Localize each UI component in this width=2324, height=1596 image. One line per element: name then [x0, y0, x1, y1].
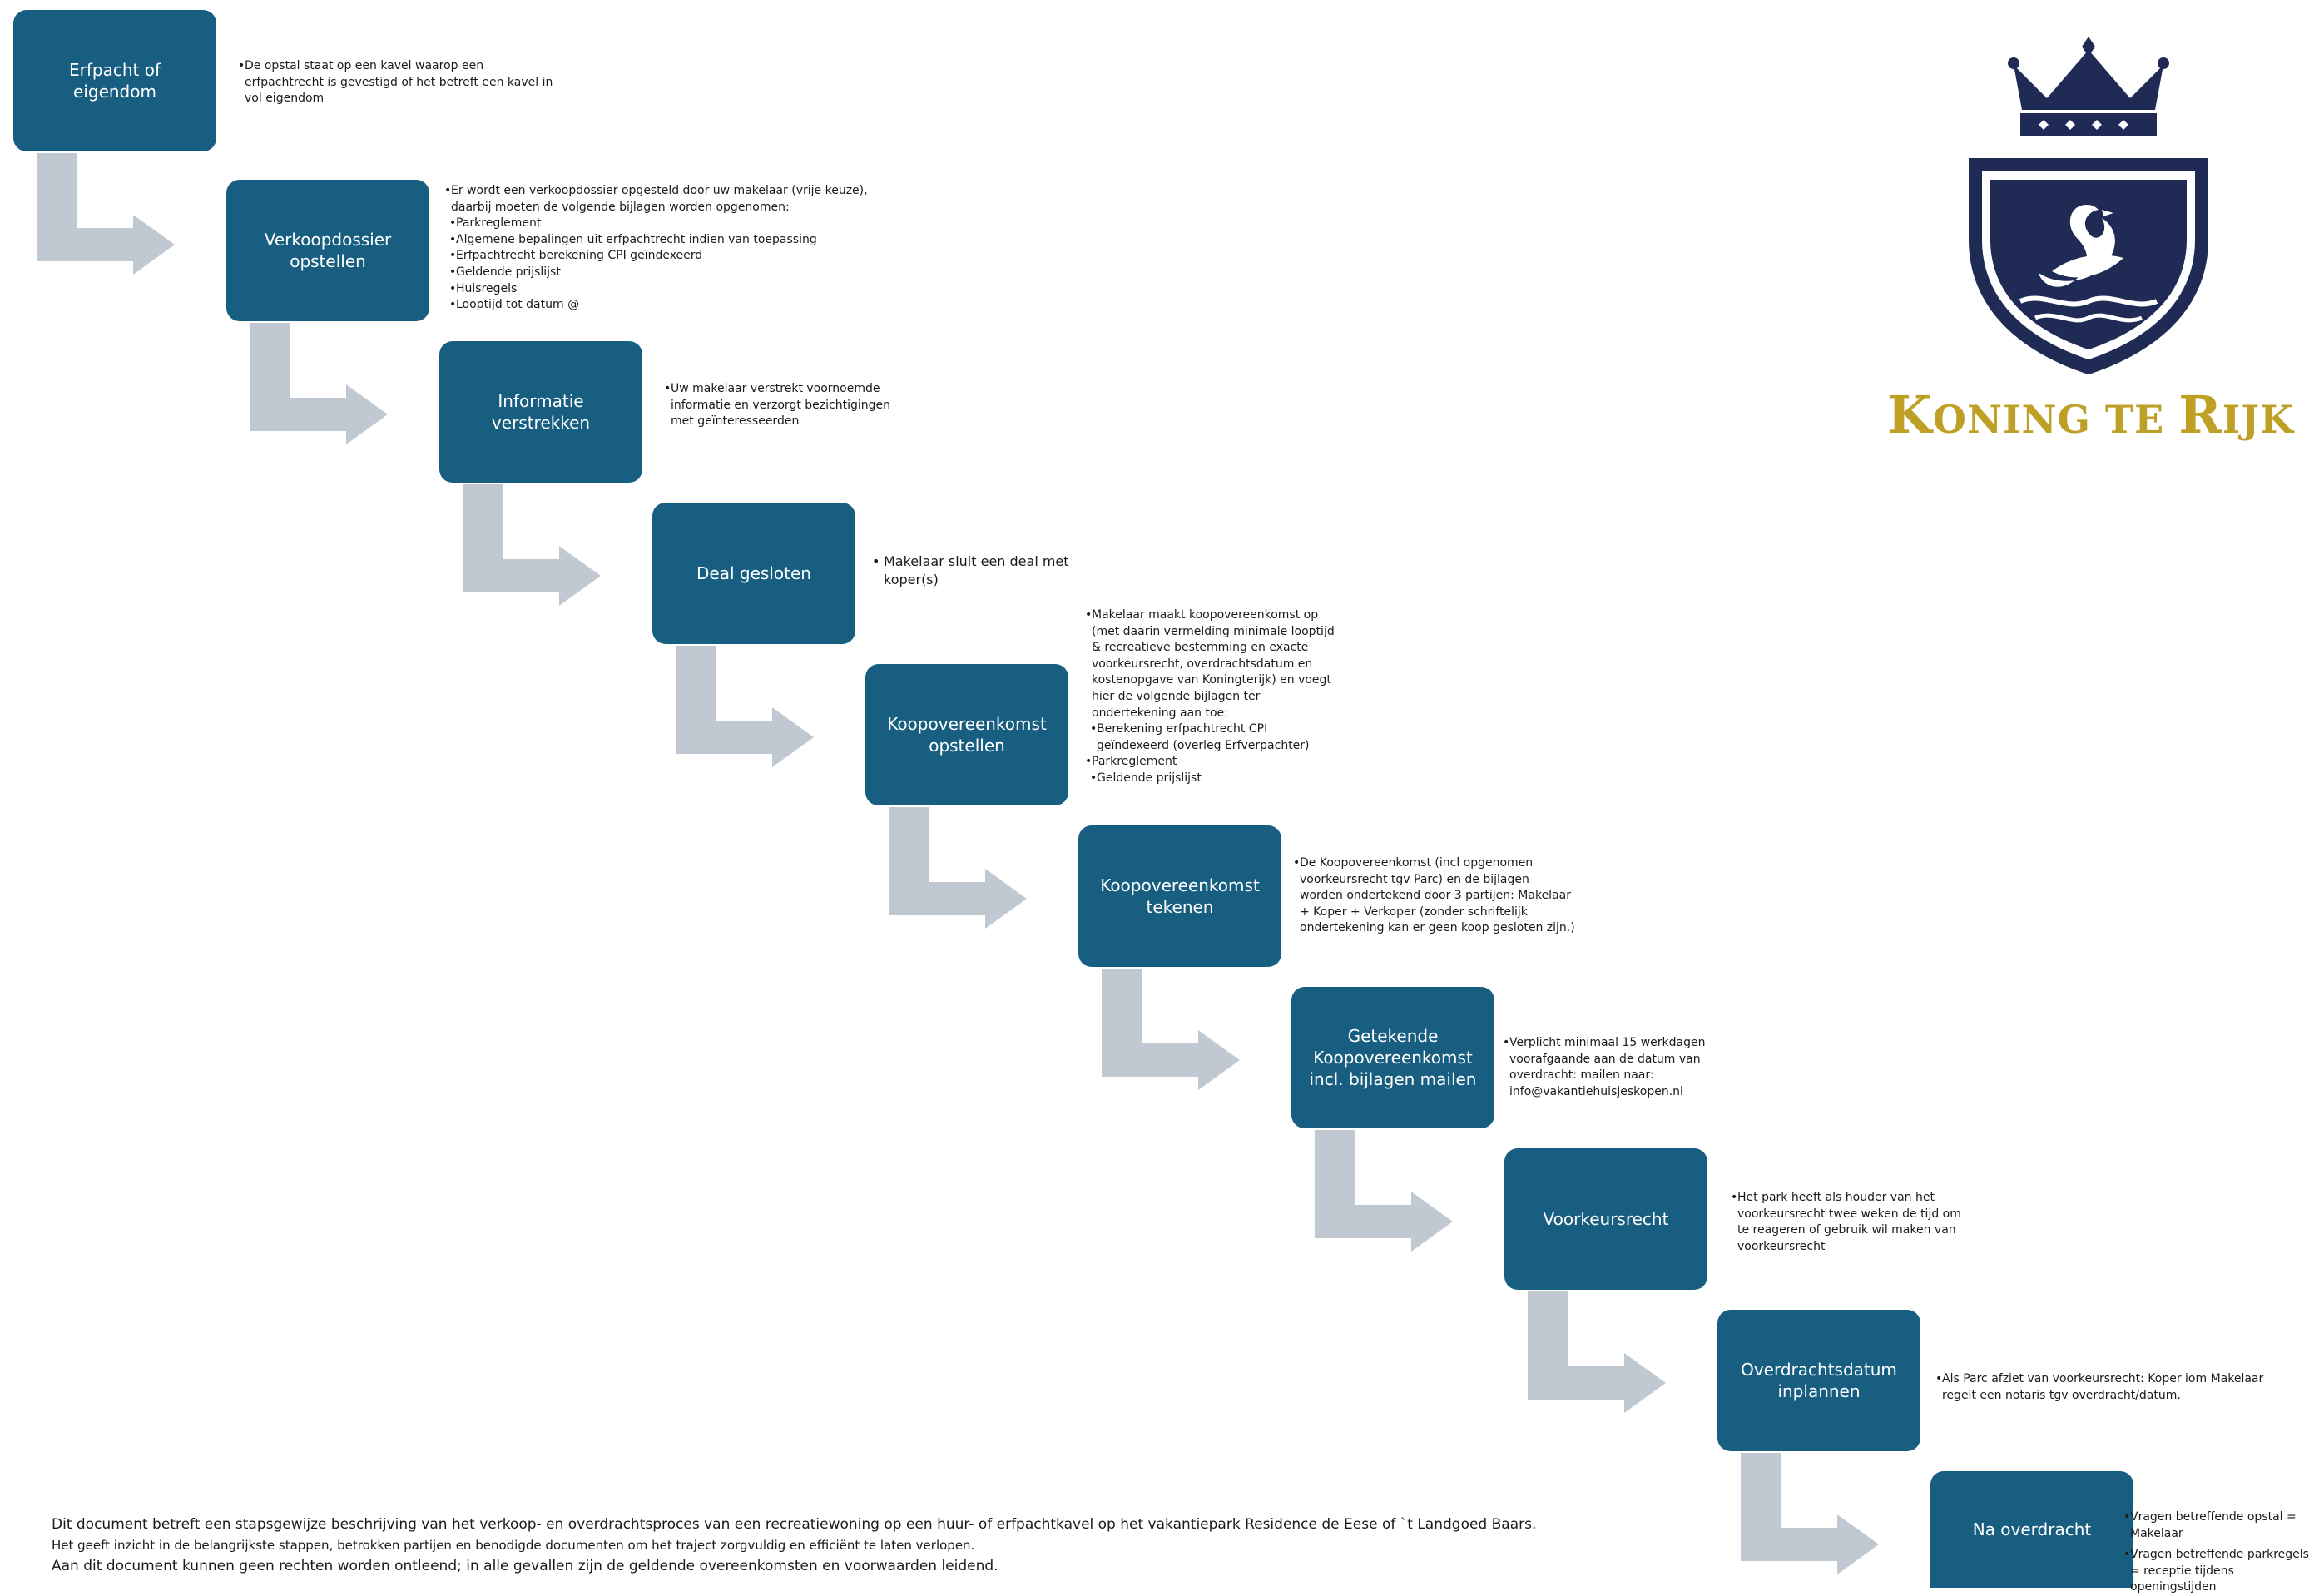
footer-line: Aan dit document kunnen geen rechten wor…: [52, 1558, 998, 1574]
note-mailen: Verplicht minimaal 15 werkdagen voorafga…: [1503, 1035, 1769, 1100]
step-deal-gesloten: Deal gesloten: [652, 503, 855, 644]
bent-arrow-icon: [1741, 1453, 1879, 1574]
step-label: Getekende Koopovereenkomst incl. bijlage…: [1309, 1026, 1477, 1089]
step-informatie-verstrekken: Informatie verstrekken: [439, 341, 642, 483]
bent-arrow-icon: [1102, 969, 1240, 1090]
note-koopovereenkomst-tekenen: De Koopovereenkomst (incl opgenomen voor…: [1293, 855, 1576, 937]
note-item: De opstal staat op een kavel waarop een …: [238, 58, 554, 107]
note-item: De Koopovereenkomst (incl opgenomen voor…: [1293, 855, 1576, 937]
step-label: Na overdracht: [1972, 1519, 2092, 1539]
bent-arrow-icon: [37, 153, 175, 275]
footer-line: Het geeft inzicht in de belangrijkste st…: [52, 1538, 975, 1553]
step-verkoopdossier-opstellen: Verkoopdossier opstellen: [226, 180, 429, 321]
note-deal: Makelaar sluit een deal met koper(s): [870, 553, 1087, 588]
note-item: Makelaar sluit een deal met koper(s): [870, 553, 1087, 588]
brand-word: IJK: [2222, 397, 2294, 442]
footer-disclaimer: Dit document betreft een stapsgewijze be…: [52, 1516, 1633, 1579]
note-item: Erfpachtrecht berekening CPI geïndexeerd: [444, 248, 877, 265]
note-item: Verplicht minimaal 15 werkdagen voorafga…: [1503, 1035, 1769, 1100]
step-voorkeursrecht: Voorkeursrecht: [1504, 1148, 1707, 1290]
note-item: Geldende prijslijst: [1085, 771, 1343, 787]
brand-letter: R: [2178, 384, 2222, 445]
swan-shield-logo-icon: [1969, 37, 2208, 374]
note-verkoopdossier: Er wordt een verkoopdossier opgesteld do…: [444, 183, 877, 314]
step-erfpacht-of-eigendom: Erfpacht of eigendom: [13, 10, 216, 151]
bent-arrow-icon: [889, 807, 1027, 929]
step-koopovereenkomst-mailen: Getekende Koopovereenkomst incl. bijlage…: [1291, 987, 1494, 1128]
step-label: Koopovereenkomst opstellen: [887, 714, 1047, 756]
note-item: Huisregels: [444, 281, 877, 298]
note-item: Vragen betreffende parkregels = receptie…: [2123, 1547, 2320, 1596]
note-item: Vragen betreffende opstal = Makelaar: [2123, 1509, 2320, 1542]
note-item: Het park heeft als houder van het voorke…: [1731, 1190, 1964, 1255]
note-item: Parkreglement: [444, 216, 877, 232]
bent-arrow-icon: [676, 646, 814, 767]
step-label: Verkoopdossier opstellen: [264, 230, 392, 271]
brand-letter: K: [1887, 384, 1933, 445]
note-erfpacht: De opstal staat op een kavel waarop een …: [238, 58, 554, 107]
bent-arrow-icon: [1528, 1291, 1666, 1413]
note-item: Looptijd tot datum @: [444, 297, 877, 314]
note-item: Als Parc afziet van voorkeursrecht: Kope…: [1935, 1371, 2293, 1404]
note-item: Uw makelaar verstrekt voornoemde informa…: [664, 381, 897, 430]
note-item: Geldende prijslijst: [444, 265, 877, 281]
note-item: Parkreglement: [1085, 754, 1343, 771]
note-na-overdracht: Vragen betreffende opstal = Makelaar Vra…: [2123, 1509, 2320, 1596]
step-overdrachtsdatum-inplannen: Overdrachtsdatum inplannen: [1717, 1310, 1920, 1451]
note-item: Er wordt een verkoopdossier opgesteld do…: [444, 183, 877, 216]
footer-line: Dit document betreft een stapsgewijze be…: [52, 1516, 1537, 1533]
step-label: Koopovereenkomst tekenen: [1100, 875, 1260, 917]
note-item: Berekening erfpachtrecht CPI geïndexeerd…: [1085, 721, 1343, 754]
step-label: Voorkeursrecht: [1543, 1209, 1669, 1229]
step-label: Erfpacht of eigendom: [69, 60, 161, 102]
note-item: Algemene bepalingen uit erfpachtrecht in…: [444, 232, 877, 249]
bent-arrow-icon: [1315, 1130, 1453, 1252]
note-item: Makelaar maakt koopovereenkomst op (met …: [1085, 607, 1343, 721]
note-koopovereenkomst-opstellen: Makelaar maakt koopovereenkomst op (met …: [1085, 607, 1343, 787]
brand-word: TE: [2104, 397, 2165, 442]
step-label: Deal gesloten: [696, 563, 811, 583]
step-na-overdracht: Na overdracht: [1930, 1471, 2133, 1588]
note-voorkeursrecht: Het park heeft als houder van het voorke…: [1731, 1190, 1964, 1255]
step-koopovereenkomst-opstellen: Koopovereenkomst opstellen: [865, 664, 1068, 805]
step-koopovereenkomst-tekenen: Koopovereenkomst tekenen: [1078, 825, 1281, 967]
bent-arrow-icon: [250, 323, 388, 444]
step-label: Overdrachtsdatum inplannen: [1741, 1360, 1897, 1401]
step-label: Informatie verstrekken: [491, 391, 591, 433]
bent-arrow-icon: [463, 484, 601, 606]
brand-name: KONING TE RIJK: [1887, 384, 2293, 445]
note-informatie: Uw makelaar verstrekt voornoemde informa…: [664, 381, 897, 430]
brand-word: ONING: [1932, 397, 2091, 442]
crown-icon: [2008, 37, 2169, 136]
note-overdrachtsdatum: Als Parc afziet van voorkeursrecht: Kope…: [1935, 1371, 2293, 1404]
